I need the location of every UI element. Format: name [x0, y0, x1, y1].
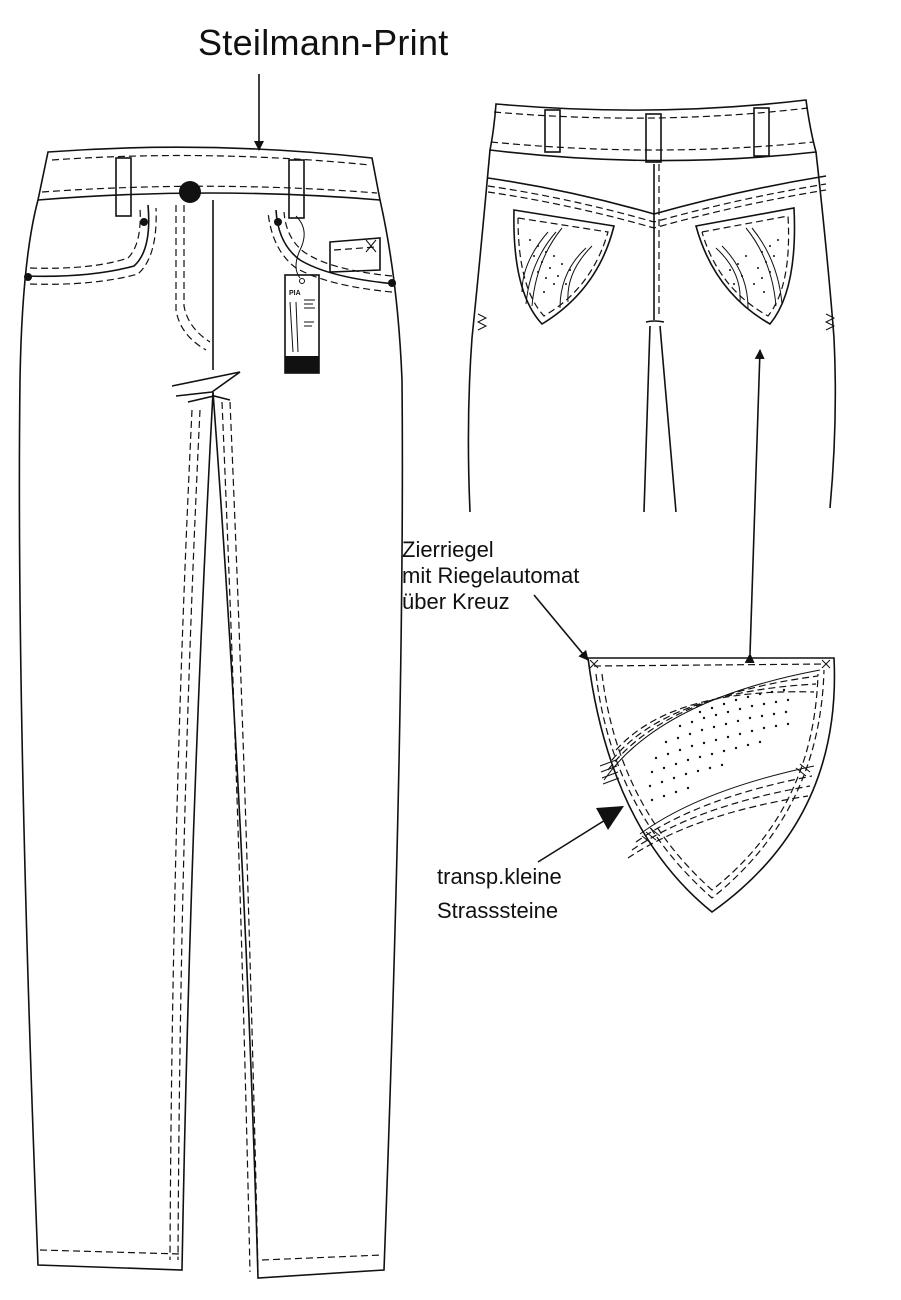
- back-pocket: [694, 207, 796, 326]
- front-waistband: [36, 146, 381, 201]
- hang-tag: PIA: [284, 274, 320, 374]
- coin-pocket: [329, 237, 381, 273]
- waist-button: [179, 181, 201, 203]
- stones-note: transp.kleine Strasssteine: [437, 860, 562, 928]
- front-pocket: [275, 209, 397, 285]
- stones-note-line: transp.kleine: [437, 864, 562, 889]
- rhinestones: [648, 688, 790, 802]
- rivet-note-line: mit Riegelautomat: [402, 563, 580, 588]
- pocket-detail: [587, 657, 836, 914]
- back-yoke: [487, 175, 827, 215]
- stones-note-line: Strasssteine: [437, 898, 559, 923]
- front-view: PIA: [18, 146, 404, 1279]
- belt-loop: [753, 107, 770, 157]
- rivet: [24, 273, 32, 281]
- front-silhouette: [18, 199, 404, 1279]
- rivet: [274, 218, 282, 226]
- rivet: [388, 279, 396, 287]
- arrow-rivet: [533, 594, 589, 661]
- rivet-note: Zierriegel mit Riegelautomat über Kreuz: [402, 537, 579, 615]
- rivet: [140, 218, 148, 226]
- belt-loop: [544, 109, 561, 153]
- arrow-double: [744, 349, 765, 664]
- back-waistband: [489, 99, 818, 162]
- pocket-detail-outline: [587, 657, 836, 914]
- rivet-note-line: Zierriegel: [402, 537, 494, 562]
- back-pocket: [513, 209, 615, 326]
- back-view: [467, 99, 837, 513]
- hang-tag-brand: PIA: [289, 290, 301, 297]
- belt-loop: [115, 157, 132, 217]
- rivet-note-line: über Kreuz: [402, 589, 510, 614]
- belt-loop: [645, 113, 662, 163]
- front-pocket: [25, 204, 150, 278]
- title-label: Steilmann-Print: [198, 22, 449, 63]
- belt-loop: [288, 159, 305, 219]
